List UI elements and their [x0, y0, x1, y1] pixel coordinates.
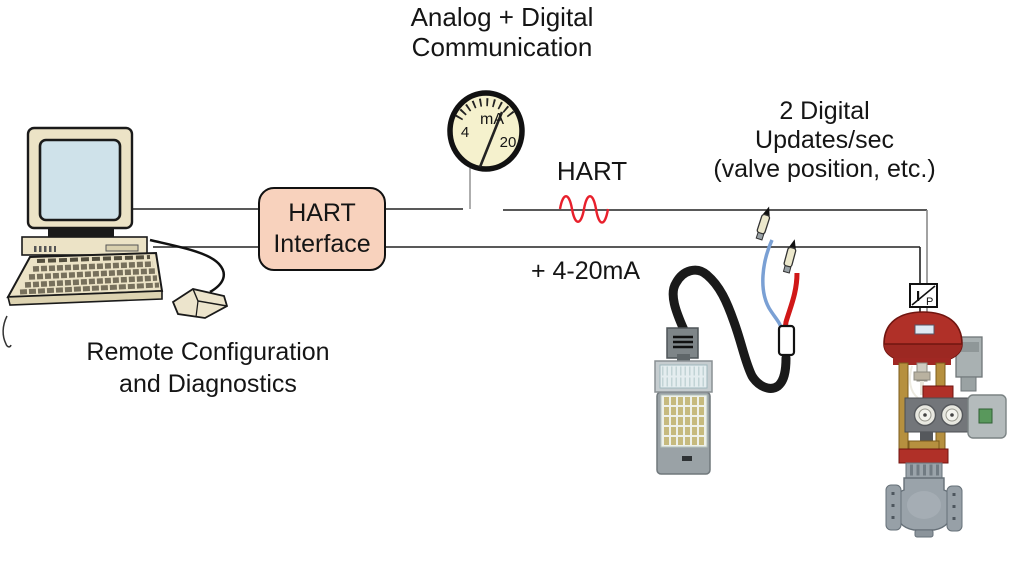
valve-body-bulge	[907, 491, 941, 519]
pipe-flange-left	[885, 484, 902, 531]
keyboard-row	[24, 275, 158, 288]
solenoid-lower	[960, 376, 977, 392]
ip-converter-symbol: I P	[909, 283, 938, 308]
gauge-unit-label: mA	[480, 111, 504, 128]
keyboard-row	[28, 268, 156, 280]
mouse-seam	[195, 300, 199, 318]
communicator-cable	[668, 265, 791, 393]
remote-configuration-label: Remote Configuration and Diagnostics	[86, 338, 330, 398]
gauge-needle	[478, 111, 504, 168]
mouse	[171, 288, 229, 319]
mouse-cable	[149, 238, 226, 294]
disk-slot	[105, 244, 139, 252]
pressure-gauge-hub	[923, 413, 927, 417]
pipe-flange-right	[946, 485, 963, 532]
pressure-gauge-hub	[950, 413, 954, 417]
ip-pressure-label: P	[926, 296, 933, 308]
gauge-ticks	[455, 98, 517, 121]
valve-drain	[914, 529, 934, 538]
test-probe-icon	[755, 206, 771, 241]
monitor-stand	[48, 228, 114, 238]
analog-gauge-icon: mA 4 20	[447, 90, 525, 172]
red-bracket	[922, 385, 954, 400]
tubing	[909, 365, 919, 399]
ip-current-label: I	[916, 288, 920, 305]
device-slot	[682, 456, 692, 461]
stray-mark	[2, 315, 12, 348]
loop-wiring	[130, 168, 928, 316]
test-probe-icon	[782, 239, 797, 274]
hart-communicator-illustration	[654, 206, 800, 475]
desktop-computer-illustration	[6, 126, 229, 319]
keyboard-row	[19, 282, 160, 295]
ip-diagonal	[911, 285, 936, 306]
monitor-screen	[38, 138, 122, 222]
gauge-max-label: 20	[500, 134, 517, 151]
control-valve-illustration	[883, 311, 1007, 538]
positioner-label	[978, 408, 993, 424]
solenoid-detail	[959, 342, 979, 352]
cable-sleeve	[777, 324, 796, 357]
blue-lead-wire	[761, 239, 784, 331]
gauge-min-label: 4	[461, 124, 469, 141]
digital-updates-label: 2 Digital Updates/sec (valve position, e…	[713, 97, 936, 183]
hart-interface-box: HART Interface	[258, 187, 386, 271]
red-lead-wire	[782, 272, 800, 331]
current-loop-label: + 4-20mA	[530, 257, 641, 285]
keyboard-front	[6, 290, 163, 306]
stem-rod	[920, 381, 924, 395]
keyboard-row	[32, 261, 154, 272]
dome-flange	[893, 358, 951, 365]
red-flange	[898, 448, 949, 464]
analog-digital-communication-label: Analog + Digital Communication	[410, 2, 594, 62]
connector-neck	[677, 354, 690, 363]
actuator-label	[914, 324, 935, 335]
hart-signal-wave-icon	[558, 195, 610, 224]
hart-label: HART	[556, 156, 628, 186]
keyboard-row	[36, 255, 151, 263]
stem-fitting	[913, 371, 931, 381]
